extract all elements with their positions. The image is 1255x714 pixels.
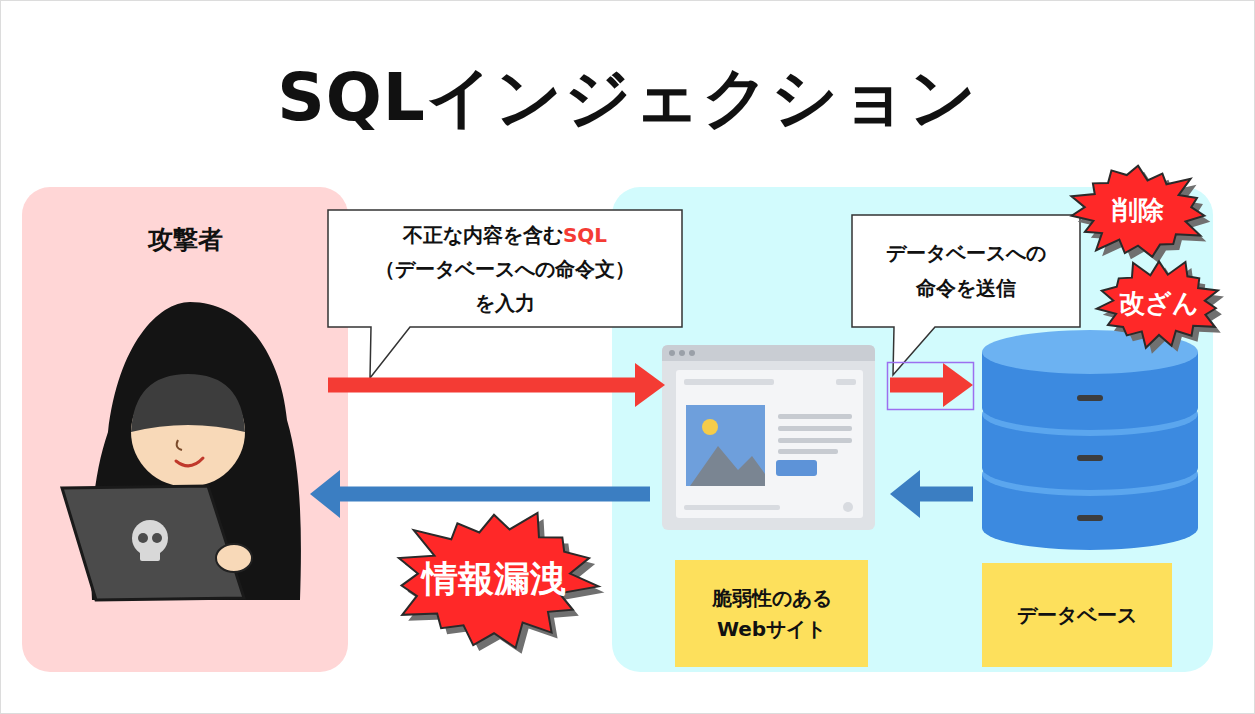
- skull-jaw: [140, 548, 160, 561]
- edge-label: データベースへの 命令を送信: [866, 236, 1066, 306]
- node-label: 改ざん: [1119, 288, 1199, 319]
- label-run: SQL: [563, 223, 607, 247]
- label-slot: データベースへの 命令を送信: [852, 217, 1080, 325]
- browser-page: [676, 370, 863, 518]
- flow-arrow: [310, 470, 650, 518]
- page-bar: [684, 505, 780, 510]
- hacker-mouth: [176, 458, 203, 466]
- burst-fill: [1071, 166, 1204, 257]
- text-line: [778, 438, 852, 443]
- hacker-nose: [177, 440, 182, 450]
- page-bar: [836, 379, 856, 385]
- text-line: [778, 449, 838, 454]
- speech-bubble: [328, 210, 682, 378]
- label-box: データベース: [982, 563, 1172, 667]
- text-slot: 改ざん: [1094, 258, 1224, 350]
- arrow-shaft: [334, 487, 650, 502]
- text-line: [778, 426, 852, 431]
- window-dot: [689, 350, 695, 356]
- node-label: 脆弱性のある Webサイト: [687, 583, 856, 645]
- label-box: 脆弱性のある Webサイト: [675, 560, 868, 667]
- image-sun: [702, 419, 718, 435]
- database-slot: [1077, 395, 1103, 401]
- window-dot: [669, 350, 675, 356]
- browser-window: [662, 345, 875, 530]
- arrow-head: [310, 470, 340, 518]
- label-run: 不正な内容を含む: [403, 223, 563, 247]
- speech-bubble: [852, 215, 1080, 375]
- browser-titlebar: [662, 345, 875, 361]
- edge-label: 不正な内容を含むSQL （データベースへの命令文） を入力: [355, 218, 655, 320]
- flow-arrow: [328, 210, 682, 407]
- text-slot: 削除: [1066, 162, 1210, 260]
- flow-arrow: [890, 470, 973, 518]
- alert-burst: 改ざん: [1094, 258, 1230, 356]
- node-label: 削除: [1112, 195, 1164, 226]
- arrow-shaft: [328, 378, 641, 393]
- laptop: [62, 486, 244, 600]
- alert-burst: 情報漏洩: [386, 506, 608, 658]
- label-run: （データベースへの命令文） を入力: [375, 257, 635, 315]
- text-slot: 情報漏洩: [386, 506, 602, 652]
- page-image: [686, 405, 765, 486]
- hacker-hand: [216, 544, 252, 572]
- arrow-head: [943, 363, 973, 407]
- skull-eye: [152, 533, 162, 543]
- database-node: データベース: [982, 335, 1198, 667]
- system-panel: [612, 187, 1213, 672]
- database-disk-top: [982, 330, 1198, 374]
- image-mountain: [690, 446, 765, 486]
- page-dot: [843, 502, 853, 512]
- alert-burst: 削除: [1066, 162, 1216, 266]
- website-node: 脆弱性のある Webサイト: [662, 345, 875, 667]
- node-label: 攻撃者: [148, 224, 223, 257]
- selection-outline: [888, 363, 974, 410]
- arrow-shaft: [914, 487, 973, 502]
- arrow-head: [890, 470, 920, 518]
- skull-eye: [138, 533, 148, 543]
- hood-shadow: [131, 374, 245, 432]
- database-slot: [1077, 515, 1103, 521]
- page-bar: [684, 379, 774, 385]
- window-dot: [679, 350, 685, 356]
- flow-arrow: [852, 215, 1080, 407]
- node-label: 情報漏洩: [422, 557, 566, 600]
- page-button: [776, 460, 817, 476]
- arrow-shaft: [890, 378, 949, 393]
- arrow-head: [635, 363, 665, 407]
- title-slot: SQLインジェクション: [0, 48, 1255, 148]
- text-slot: 攻撃者: [22, 215, 348, 265]
- database-slot: [1077, 455, 1103, 461]
- diagram-title: SQLインジェクション: [277, 53, 978, 143]
- label-slot: 不正な内容を含むSQL （データベースへの命令文） を入力: [328, 212, 682, 325]
- node-label: データベース: [1017, 600, 1137, 631]
- text-line: [778, 414, 852, 419]
- burst-fill: [399, 513, 599, 648]
